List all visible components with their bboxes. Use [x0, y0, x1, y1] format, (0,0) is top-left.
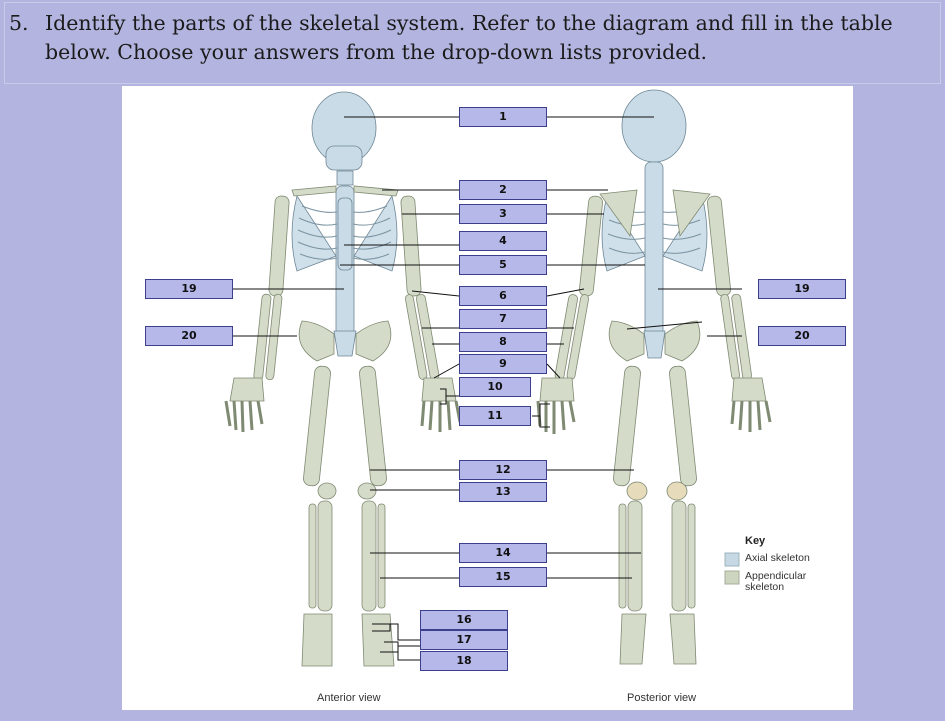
- label-box-4[interactable]: 4: [459, 231, 547, 251]
- label-box-13[interactable]: 13: [459, 482, 547, 502]
- label-box-19-right[interactable]: 19: [758, 279, 846, 299]
- skeleton-diagram: 1 2 3 4 5 6 7 8 9 10 11 12 13 14 15 16 1…: [122, 86, 853, 710]
- label-box-17[interactable]: 17: [420, 630, 508, 650]
- label-box-2[interactable]: 2: [459, 180, 547, 200]
- label-box-15[interactable]: 15: [459, 567, 547, 587]
- question-block: 5. Identify the parts of the skeletal sy…: [4, 2, 941, 84]
- label-box-10[interactable]: 10: [459, 377, 531, 397]
- label-box-11[interactable]: 11: [459, 406, 531, 426]
- skeleton-illustration: [224, 89, 772, 667]
- key-appendicular-swatch: [724, 570, 740, 585]
- label-box-1[interactable]: 1: [459, 107, 547, 127]
- label-box-9[interactable]: 9: [459, 354, 547, 374]
- label-box-7[interactable]: 7: [459, 309, 547, 329]
- label-box-12[interactable]: 12: [459, 460, 547, 480]
- label-box-6[interactable]: 6: [459, 286, 547, 306]
- question-text: Identify the parts of the skeletal syste…: [45, 11, 893, 64]
- label-box-18[interactable]: 18: [420, 651, 508, 671]
- key-appendicular-label-line2: skeleton: [745, 581, 785, 593]
- label-box-5[interactable]: 5: [459, 255, 547, 275]
- label-box-8[interactable]: 8: [459, 332, 547, 352]
- key-appendicular-label-line1: Appendicular: [745, 570, 807, 582]
- question-number: 5.: [9, 11, 29, 35]
- label-box-20-left[interactable]: 20: [145, 326, 233, 346]
- label-box-3[interactable]: 3: [459, 204, 547, 224]
- posterior-view-caption: Posterior view: [627, 692, 697, 704]
- label-box-20-right[interactable]: 20: [758, 326, 846, 346]
- anterior-view-caption: Anterior view: [317, 692, 381, 704]
- label-box-19-left[interactable]: 19: [145, 279, 233, 299]
- key-axial-label: Axial skeleton: [745, 552, 810, 564]
- key-title: Key: [745, 535, 766, 547]
- key-axial-swatch: [724, 552, 740, 567]
- label-box-14[interactable]: 14: [459, 543, 547, 563]
- label-box-16[interactable]: 16: [420, 610, 508, 630]
